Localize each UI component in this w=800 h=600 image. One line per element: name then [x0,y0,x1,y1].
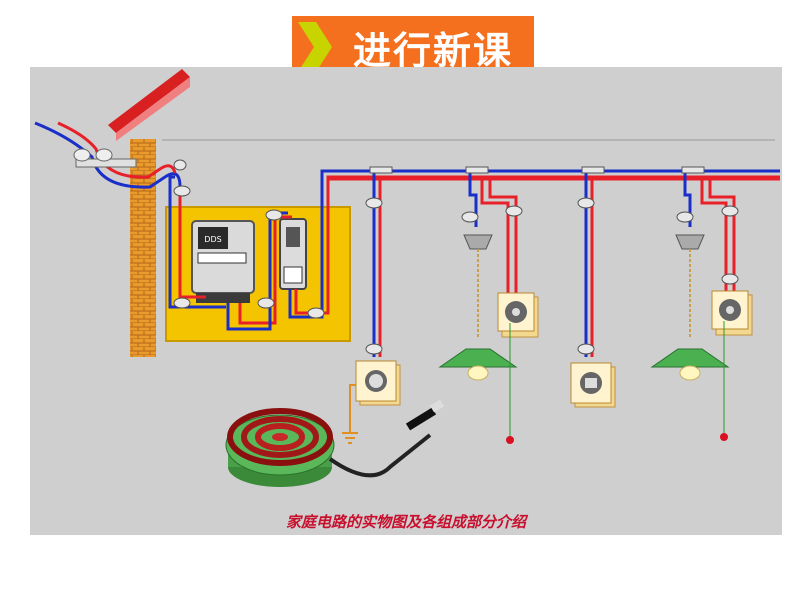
diagram-caption: 家庭电路的实物图及各组成部分介绍 [286,513,529,531]
wire-clips [173,159,739,355]
circuit-drawing: DDS [34,69,780,531]
electric-hotplate-icon [225,399,445,487]
insulator-post [73,148,137,168]
pendant-lamp-icon [438,234,518,381]
fuse-box-icon [279,218,307,290]
branch-lamp-2 [683,171,736,297]
meter-label: DDS [204,235,221,244]
circuit-diagram: DDS [30,67,782,535]
energy-meter-icon: DDS [191,220,255,303]
ground-wire [342,384,358,444]
pull-switch-icon-2 [711,290,753,441]
roof [108,69,190,141]
pendant-lamp-icon-2 [650,234,730,381]
wall-socket-icon [355,360,401,406]
wall-socket-icon-2 [570,362,616,408]
brick-wall [130,139,156,357]
pull-switch-icon [497,292,539,444]
incoming-wires [34,121,182,189]
branch-lamp-1 [468,171,518,297]
